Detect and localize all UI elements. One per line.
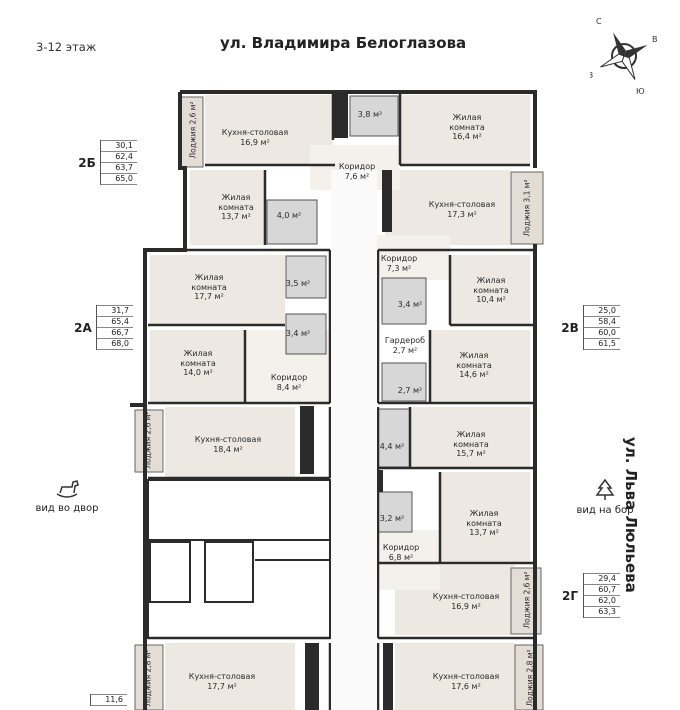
room-bath-2g-2: 3,2 м² xyxy=(379,514,405,523)
room-bath-2v-1: 3,4 м² xyxy=(397,300,423,309)
view-forest: вид на бор xyxy=(560,478,650,516)
compass-rose-icon: С В Ю З xyxy=(590,17,658,94)
area-with-loggia-full: 65,0 xyxy=(101,173,137,185)
loggia-2g: Лоджия 2,6 м² xyxy=(522,571,532,629)
area-with-loggia-full: 63,3 xyxy=(584,606,620,618)
room-bath-2b-top: 3,8 м² xyxy=(357,110,383,119)
loggia-bottom-right: Лоджия 2,8 м² xyxy=(525,649,535,707)
compass-west: З xyxy=(590,71,593,80)
area-with-loggia: 60,0 xyxy=(584,327,620,339)
view-courtyard: вид во двор xyxy=(22,478,112,514)
loggia-bottom-left: Лоджия 2,8 м² xyxy=(143,649,153,707)
floor-range: 3-12 этаж xyxy=(36,40,97,54)
area-with-loggia-full: 61,5 xyxy=(584,338,620,350)
apartment-bottom-summary: 11,6 xyxy=(64,694,127,706)
apartment-code: 2Г xyxy=(562,588,578,603)
apartment-2b-summary: 2Б 30,1 62,4 63,7 65,0 xyxy=(74,140,137,185)
rocking-horse-icon xyxy=(56,480,79,498)
area-with-loggia: 62,0 xyxy=(584,595,620,607)
area-with-loggia-full: 68,0 xyxy=(97,338,133,350)
street-name-top: ул. Владимира Белоглазова xyxy=(220,34,467,52)
compass-north: С xyxy=(596,17,602,26)
loggia-2b: Лоджия 2,6 м² xyxy=(188,101,198,159)
room-bath-2g-1: 4,4 м² xyxy=(379,442,405,451)
compass-south: Ю xyxy=(636,87,645,94)
room-bath-2v-2: 2,7 м² xyxy=(397,386,423,395)
area-living: 31,7 xyxy=(97,305,133,317)
apartment-2v-summary: 2В 25,0 58,4 60,0 61,5 xyxy=(557,305,620,350)
area-total: 60,7 xyxy=(584,584,620,596)
apartment-code: 2Б xyxy=(78,155,96,170)
loggia-2v: Лоджия 3,1 м² xyxy=(522,179,532,237)
apartment-code: 2А xyxy=(74,320,92,335)
apartment-2a-summary: 2А 31,7 65,4 66,7 68,0 xyxy=(70,305,133,350)
area-total: 65,4 xyxy=(97,316,133,328)
area-total: 58,4 xyxy=(584,316,620,328)
area-with-loggia: 63,7 xyxy=(101,162,137,174)
room-bath-2b-left: 4,0 м² xyxy=(276,211,302,220)
compass-east: В xyxy=(652,35,658,44)
room-bath-2a-2: 3,4 м² xyxy=(285,329,311,338)
tree-icon xyxy=(595,478,615,500)
room-bath-2a-1: 3,5 м² xyxy=(285,279,311,288)
view-courtyard-label: вид во двор xyxy=(35,503,99,514)
area-with-loggia: 66,7 xyxy=(97,327,133,339)
area-living: 30,1 xyxy=(101,140,137,152)
area-living: 25,0 xyxy=(584,305,620,317)
area-living: 29,4 xyxy=(584,573,620,585)
apartment-2g-summary: 2Г 29,4 60,7 62,0 63,3 xyxy=(557,573,620,618)
apartment-code: 2В xyxy=(561,320,579,335)
loggia-2a: Лоджия 2,6 м² xyxy=(143,411,153,469)
area-living: 11,6 xyxy=(91,694,127,706)
area-total: 62,4 xyxy=(101,151,137,163)
view-forest-label: вид на бор xyxy=(576,505,634,516)
